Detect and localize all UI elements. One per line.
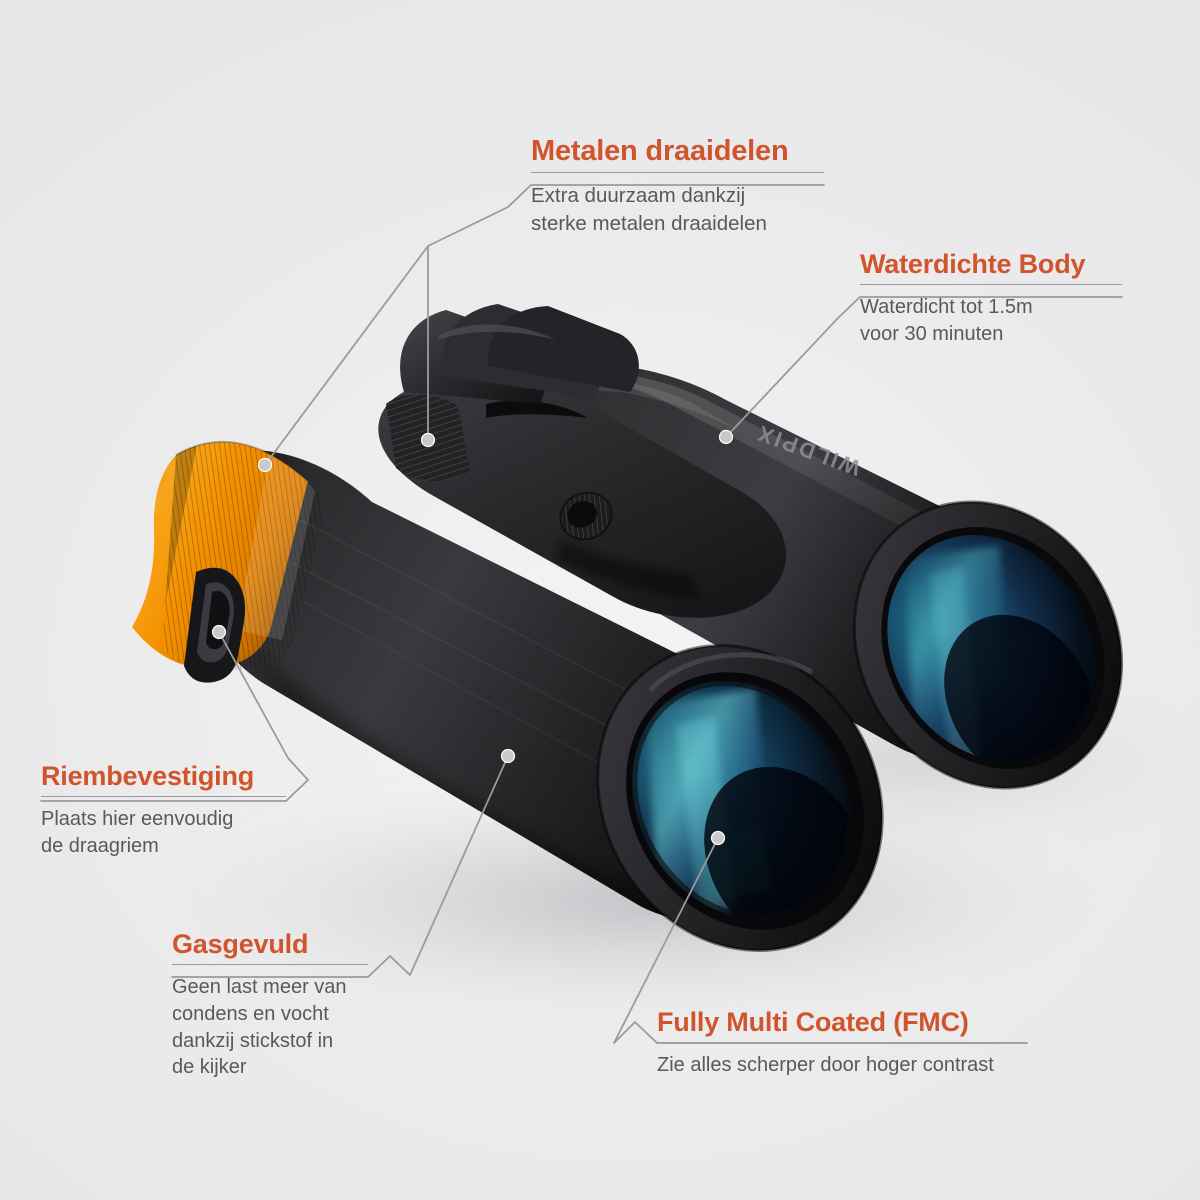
diopter-wheel bbox=[559, 491, 613, 541]
callout-divider bbox=[657, 1042, 1027, 1044]
callout-fully-multi-coated: Fully Multi Coated (FMC) Zie alles scher… bbox=[657, 1008, 1027, 1079]
callout-metalen-draaidelen: Metalen draaidelen Extra duurzaam dankzi… bbox=[531, 136, 824, 237]
callout-divider bbox=[172, 964, 368, 966]
callout-title: Metalen draaidelen bbox=[531, 135, 789, 167]
callout-divider bbox=[860, 284, 1122, 286]
callout-waterdichte-body: Waterdichte Body Waterdicht tot 1.5m voo… bbox=[860, 250, 1122, 348]
right-objective bbox=[852, 500, 1124, 790]
callout-divider bbox=[41, 796, 286, 798]
callout-gasgevuld: Gasgevuld Geen last meer van condens en … bbox=[172, 930, 368, 1081]
callout-description: Geen last meer van condens en vocht dank… bbox=[172, 976, 347, 1079]
callout-description: Waterdicht tot 1.5m voor 30 minuten bbox=[860, 296, 1033, 345]
callout-title: Gasgevuld bbox=[172, 929, 309, 959]
callout-divider bbox=[531, 172, 824, 174]
callout-description: Zie alles scherper door hoger contrast bbox=[657, 1054, 994, 1077]
callout-description: Plaats hier eenvoudig de draagriem bbox=[41, 808, 234, 857]
callout-title: Riembevestiging bbox=[41, 761, 255, 791]
callout-title: Waterdichte Body bbox=[860, 249, 1086, 279]
callout-title: Fully Multi Coated (FMC) bbox=[657, 1007, 969, 1037]
callout-description: Extra duurzaam dankzij sterke metalen dr… bbox=[531, 184, 767, 235]
focus-ridge bbox=[386, 394, 470, 482]
callout-riembevestiging: Riembevestiging Plaats hier eenvoudig de… bbox=[41, 762, 286, 860]
